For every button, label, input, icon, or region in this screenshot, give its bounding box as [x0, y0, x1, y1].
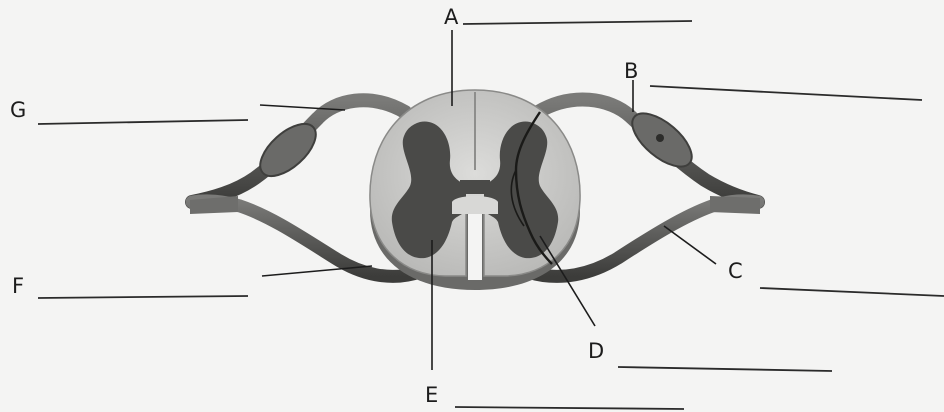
blank-b[interactable]: [650, 86, 922, 100]
blank-e[interactable]: [455, 407, 684, 409]
label-f: F: [12, 274, 24, 298]
label-c: C: [728, 259, 743, 283]
label-a: A: [444, 5, 459, 29]
spinal-cord-cross-section: [370, 90, 580, 290]
right-spinal-nerve-trunk: [710, 196, 760, 214]
anterior-median-fissure: [468, 214, 482, 280]
leader-c: [664, 226, 716, 264]
label-b: B: [624, 59, 638, 83]
blank-g[interactable]: [38, 120, 248, 124]
blank-f[interactable]: [38, 296, 248, 298]
blank-a[interactable]: [463, 21, 692, 24]
label-g: G: [10, 98, 26, 122]
anterior-white-commissure: [452, 196, 498, 214]
blank-c[interactable]: [760, 288, 944, 296]
gray-commissure: [460, 180, 490, 194]
label-e: E: [425, 383, 438, 407]
label-d: D: [588, 339, 604, 363]
right-ganglion-dot: [656, 134, 664, 142]
blank-d[interactable]: [618, 367, 832, 371]
